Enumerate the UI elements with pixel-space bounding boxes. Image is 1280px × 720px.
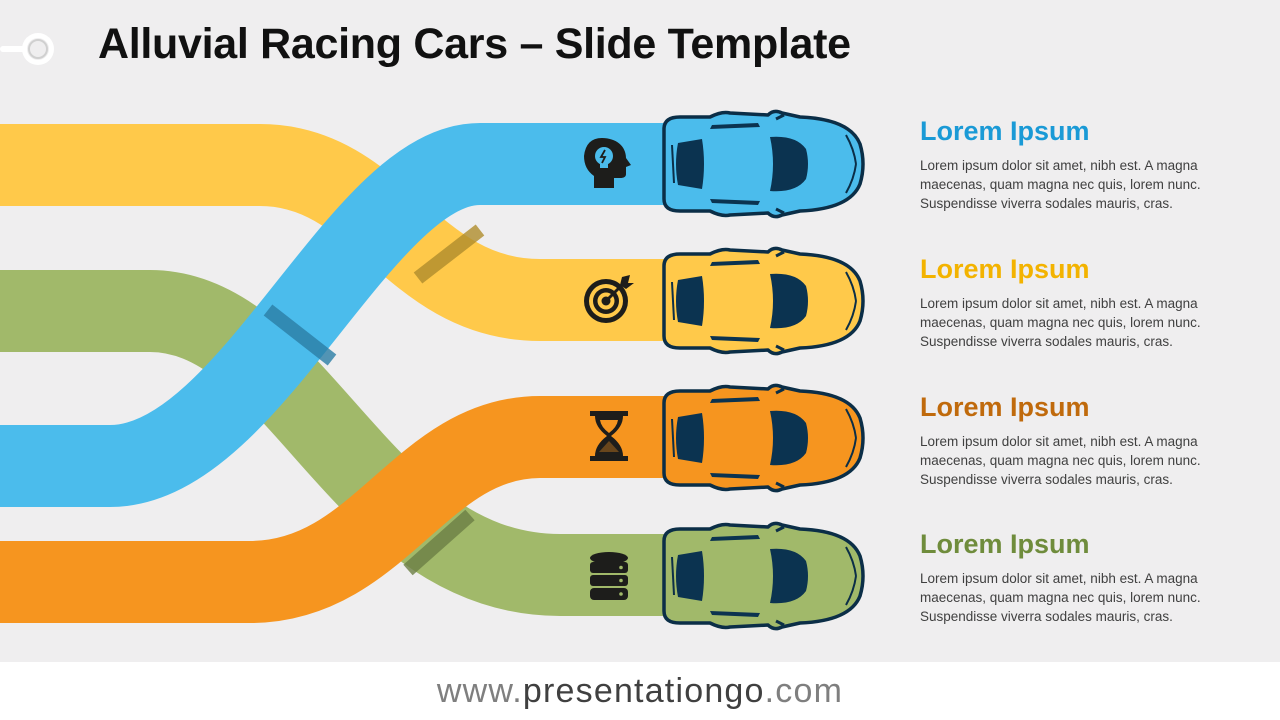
logo-pin-icon xyxy=(0,33,54,65)
footer-url[interactable]: www.presentationgo.com xyxy=(0,662,1280,720)
crossing-shadow xyxy=(413,224,485,284)
item-text-block: Lorem Ipsum Lorem ipsum dolor sit amet, … xyxy=(920,392,1260,489)
footer-prefix: www. xyxy=(436,672,523,710)
item-text-block: Lorem Ipsum Lorem ipsum dolor sit amet, … xyxy=(920,529,1260,626)
item-heading: Lorem Ipsum xyxy=(920,254,1090,284)
database-icon xyxy=(590,552,628,600)
footer-suffix: .com xyxy=(764,672,844,710)
item-heading: Lorem Ipsum xyxy=(920,116,1090,146)
car-blue xyxy=(662,109,865,219)
item-heading: Lorem Ipsum xyxy=(920,529,1090,559)
target-icon xyxy=(584,275,634,323)
item-heading: Lorem Ipsum xyxy=(920,392,1090,422)
blue-flow-band xyxy=(0,123,700,507)
alluvial-diagram xyxy=(0,109,865,631)
slide-background: Alluvial Racing Cars – Slide Template xyxy=(0,0,1280,662)
item-body: Lorem ipsum dolor sit amet, nibh est. A … xyxy=(920,571,1201,624)
head-lightbulb-icon xyxy=(584,138,631,188)
item-body: Lorem ipsum dolor sit amet, nibh est. A … xyxy=(920,434,1201,487)
crossing-shadow xyxy=(403,509,475,576)
item-body: Lorem ipsum dolor sit amet, nibh est. A … xyxy=(920,158,1201,211)
car-green xyxy=(662,521,865,631)
orange-flow-band xyxy=(0,396,700,623)
item-body: Lorem ipsum dolor sit amet, nibh est. A … xyxy=(920,296,1201,349)
item-text-block: Lorem Ipsum Lorem ipsum dolor sit amet, … xyxy=(920,254,1260,351)
hourglass-icon xyxy=(590,411,628,461)
item-text-block: Lorem Ipsum Lorem ipsum dolor sit amet, … xyxy=(920,116,1260,213)
green-flow-band xyxy=(0,270,700,616)
crossing-shadow xyxy=(263,304,337,366)
footer-brand: presentationgo xyxy=(522,672,765,710)
car-yellow xyxy=(662,246,865,356)
car-orange xyxy=(662,383,865,493)
slide-title: Alluvial Racing Cars – Slide Template xyxy=(98,20,851,68)
